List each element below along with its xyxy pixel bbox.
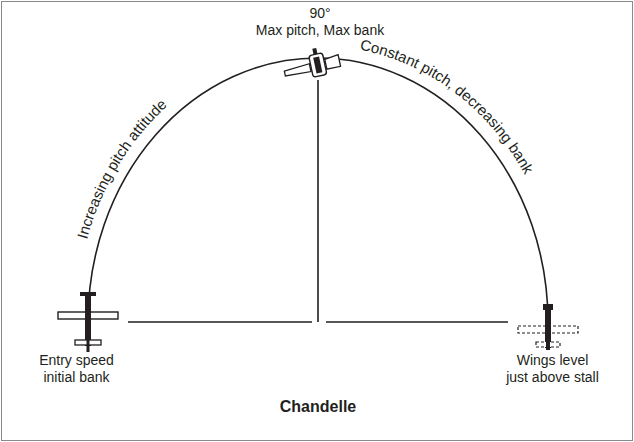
entry-label: Entry speed initial bank xyxy=(29,352,124,386)
apex-label: Max pitch, Max bank xyxy=(210,22,430,39)
airplane-top xyxy=(281,44,342,83)
ground-line xyxy=(326,321,508,323)
phase-label: Increasing pitch attitude xyxy=(73,95,169,240)
exit-label: Wings level just above stall xyxy=(505,352,600,386)
airplane-entry xyxy=(58,292,118,352)
angle-label: 90° xyxy=(280,5,360,22)
caption: Chandelle xyxy=(218,398,418,415)
ground-line xyxy=(128,321,312,323)
phase-label: Constant pitch, decreasing bank xyxy=(359,36,538,177)
airplane-exit xyxy=(518,304,578,350)
center-line xyxy=(317,80,319,322)
